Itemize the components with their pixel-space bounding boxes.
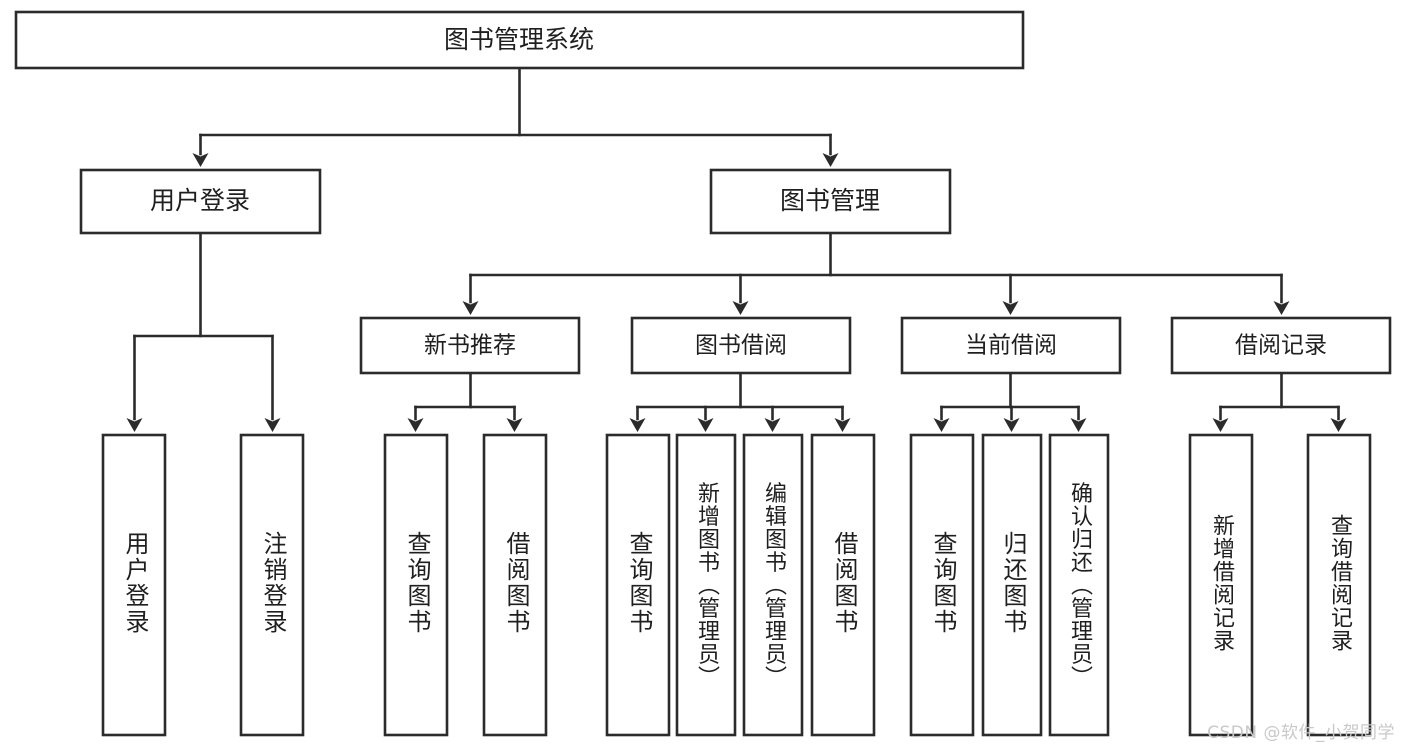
- node-leaf-query-book-1-box: [383, 433, 449, 737]
- node-current-borrow-label: 当前借阅: [965, 333, 1057, 359]
- node-user-login-box: [79, 168, 322, 235]
- node-book-manage-box: [709, 168, 952, 235]
- node-borrow-record-label: 借阅记录: [1235, 333, 1327, 359]
- node-leaf-query-record[interactable]: 查询借阅记录: [1306, 433, 1372, 737]
- node-leaf-user-logout-box: [239, 433, 305, 737]
- node-leaf-user-login[interactable]: 用户登录: [101, 433, 167, 737]
- node-leaf-edit-book-box: [742, 433, 804, 737]
- node-book-borrow-box: [630, 316, 852, 375]
- node-root-label: 图书管理系统: [444, 25, 594, 54]
- node-leaf-add-record-box: [1188, 433, 1254, 737]
- node-leaf-query-book-2-box: [605, 433, 671, 737]
- node-leaf-query-book-2-label: 查询图书: [625, 531, 653, 635]
- node-leaf-query-book-1-label: 查询图书: [403, 531, 431, 635]
- node-leaf-add-record[interactable]: 新增借阅记录: [1188, 433, 1254, 737]
- node-book-borrow[interactable]: 图书借阅: [630, 316, 852, 375]
- node-leaf-user-login-label: 用户登录: [121, 531, 149, 635]
- node-root[interactable]: 图书管理系统: [14, 10, 1025, 70]
- node-leaf-borrow-book-2-box: [810, 433, 876, 737]
- node-root-box: [14, 10, 1025, 70]
- node-leaf-query-book-3-box: [909, 433, 975, 737]
- node-book-borrow-label: 图书借阅: [695, 333, 787, 359]
- node-leaf-add-book-box: [675, 433, 737, 737]
- node-leaf-query-record-box: [1306, 433, 1372, 737]
- node-leaf-add-book[interactable]: 新增图书（管理员）: [675, 433, 737, 737]
- node-leaf-add-record-label: 新增借阅记录: [1209, 514, 1235, 652]
- node-book-manage[interactable]: 图书管理: [709, 168, 952, 235]
- node-leaf-add-book-label: 新增图书（管理员）: [694, 482, 720, 689]
- node-leaf-confirm-return-label: 确认归还（管理员）: [1067, 482, 1093, 689]
- node-leaf-edit-book[interactable]: 编辑图书（管理员）: [742, 433, 804, 737]
- node-leaf-borrow-book-2-label: 借阅图书: [830, 531, 858, 635]
- node-book-manage-label: 图书管理: [780, 186, 880, 215]
- node-new-book-rec-label: 新书推荐: [424, 333, 516, 359]
- node-leaf-query-book-1[interactable]: 查询图书: [383, 433, 449, 737]
- connector-group: [126, 66, 1347, 432]
- node-new-book-rec[interactable]: 新书推荐: [359, 316, 581, 375]
- node-leaf-user-logout[interactable]: 注销登录: [239, 433, 305, 737]
- node-user-login[interactable]: 用户登录: [79, 168, 322, 235]
- node-leaf-edit-book-label: 编辑图书（管理员）: [761, 482, 787, 689]
- node-leaf-return-book[interactable]: 归还图书: [981, 433, 1043, 737]
- node-leaf-borrow-book-2[interactable]: 借阅图书: [810, 433, 876, 737]
- node-leaf-borrow-book-1-label: 借阅图书: [502, 531, 530, 635]
- csdn-watermark: CSDN @软件_小贺同学: [1207, 723, 1395, 743]
- node-leaf-user-logout-label: 注销登录: [259, 531, 287, 635]
- node-leaf-borrow-book-1[interactable]: 借阅图书: [482, 433, 548, 737]
- node-borrow-record-box: [1170, 316, 1392, 375]
- node-leaf-borrow-book-1-box: [482, 433, 548, 737]
- node-leaf-return-book-label: 归还图书: [999, 531, 1027, 635]
- node-borrow-record[interactable]: 借阅记录: [1170, 316, 1392, 375]
- node-user-login-label: 用户登录: [150, 186, 250, 215]
- node-new-book-rec-box: [359, 316, 581, 375]
- node-leaf-query-record-label: 查询借阅记录: [1327, 514, 1353, 652]
- node-leaf-confirm-return[interactable]: 确认归还（管理员）: [1048, 433, 1110, 737]
- node-leaf-return-book-box: [981, 433, 1043, 737]
- node-leaf-query-book-3[interactable]: 查询图书: [909, 433, 975, 737]
- node-current-borrow[interactable]: 当前借阅: [900, 316, 1122, 375]
- node-leaf-query-book-3-label: 查询图书: [929, 531, 957, 635]
- node-leaf-confirm-return-box: [1048, 433, 1110, 737]
- node-leaf-user-login-box: [101, 433, 167, 737]
- node-leaf-query-book-2[interactable]: 查询图书: [605, 433, 671, 737]
- node-current-borrow-box: [900, 316, 1122, 375]
